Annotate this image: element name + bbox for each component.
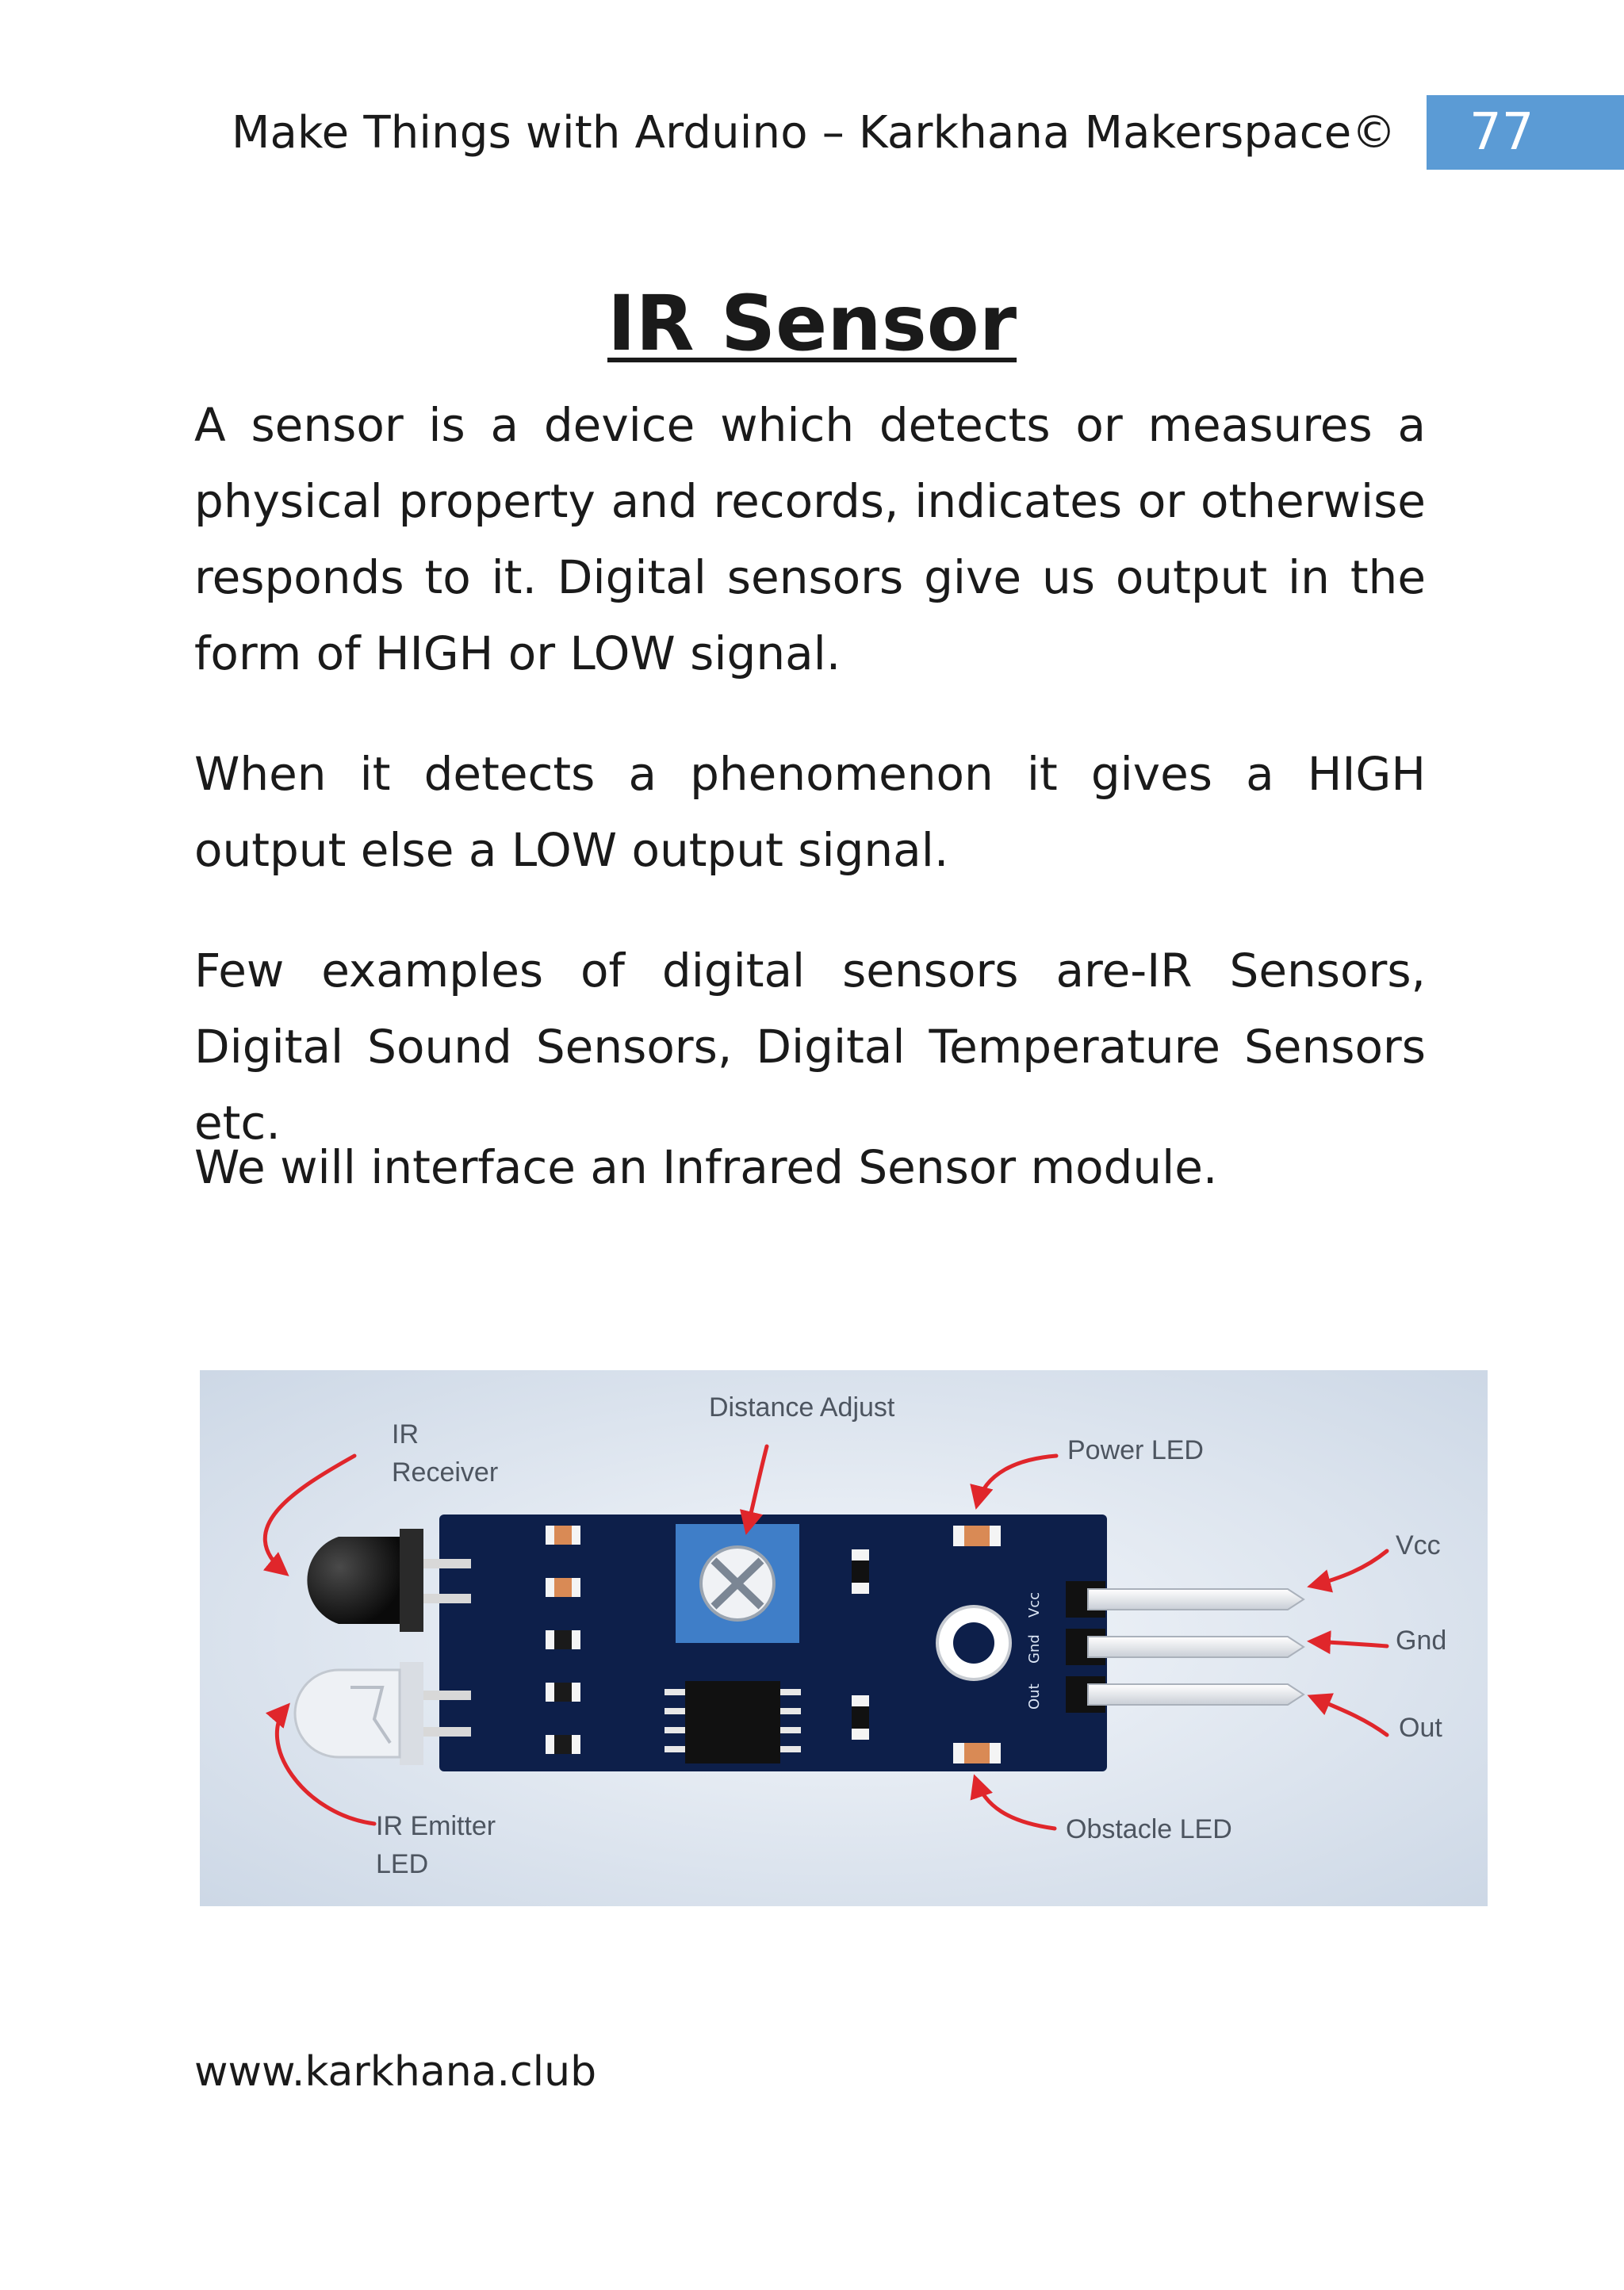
ir-emitter-component — [293, 1662, 471, 1765]
paragraph-infrared-module: We will interface an Infrared Sensor mod… — [194, 1140, 1218, 1194]
paragraph-high-low-output: When it detects a phenomenon it gives a … — [194, 747, 1426, 877]
ir-sensor-module-figure: Vcc Gnd Out IR Receiver Distance Adjust … — [200, 1370, 1488, 1906]
comparator-ic-chip — [665, 1681, 801, 1763]
board-label-gnd: Gnd — [1026, 1634, 1043, 1664]
paragraph-sensor-examples: Few examples of digital sensors are-IR S… — [194, 944, 1426, 1150]
label-ir-emitter-line2: LED — [376, 1849, 428, 1879]
obstacle-led-component — [953, 1743, 1001, 1763]
ir-receiver-component — [307, 1529, 471, 1632]
page-number-badge: 77 — [1427, 95, 1624, 170]
smd-components-left — [546, 1526, 580, 1754]
label-gnd: Gnd — [1396, 1626, 1446, 1656]
distance-adjust-potentiometer — [676, 1524, 799, 1643]
label-distance-adjust: Distance Adjust — [709, 1392, 895, 1423]
annotation-arrows — [262, 1444, 1389, 1831]
section-title: IR Sensor — [0, 276, 1624, 371]
running-header: Make Things with Arduino – Karkhana Make… — [232, 107, 1396, 159]
board-label-out: Out — [1026, 1683, 1043, 1710]
label-power-led: Power LED — [1067, 1435, 1204, 1465]
label-ir-receiver-line1: IR — [392, 1419, 419, 1449]
section-title-text: IR Sensor — [607, 279, 1017, 368]
board-label-vcc: Vcc — [1026, 1592, 1043, 1618]
mounting-hole — [936, 1605, 1012, 1681]
paragraph-sensor-definition: A sensor is a device which detects or me… — [194, 398, 1426, 680]
label-out: Out — [1399, 1713, 1442, 1743]
label-ir-receiver-line2: Receiver — [392, 1457, 498, 1488]
label-ir-emitter-line1: IR Emitter — [376, 1811, 496, 1841]
label-obstacle-led: Obstacle LED — [1066, 1814, 1232, 1844]
header-pins — [1066, 1581, 1305, 1713]
footer-website-url: www.karkhana.club — [194, 2048, 597, 2096]
capacitors — [852, 1549, 869, 1740]
power-led-component — [953, 1526, 1001, 1546]
label-vcc: Vcc — [1396, 1530, 1441, 1560]
